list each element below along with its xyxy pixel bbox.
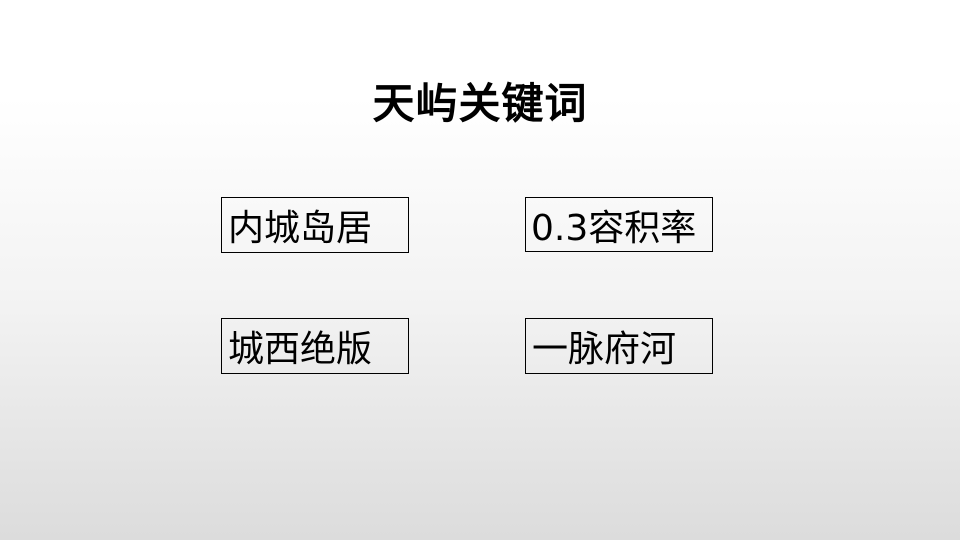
slide-title: 天屿关键词 xyxy=(372,79,588,128)
keyword-label: 城西绝版 xyxy=(228,329,373,370)
keyword-box-west-city: 城西绝版 xyxy=(221,318,409,374)
keyword-box-fu-river: 一脉府河 xyxy=(525,318,713,374)
keyword-box-inner-city-island: 内城岛居 xyxy=(221,197,409,253)
keyword-label: 一脉府河 xyxy=(532,329,677,370)
keyword-label: 0.3容积率 xyxy=(531,207,697,249)
keyword-label: 内城岛居 xyxy=(228,208,373,249)
keyword-box-plot-ratio: 0.3容积率 xyxy=(525,197,713,252)
